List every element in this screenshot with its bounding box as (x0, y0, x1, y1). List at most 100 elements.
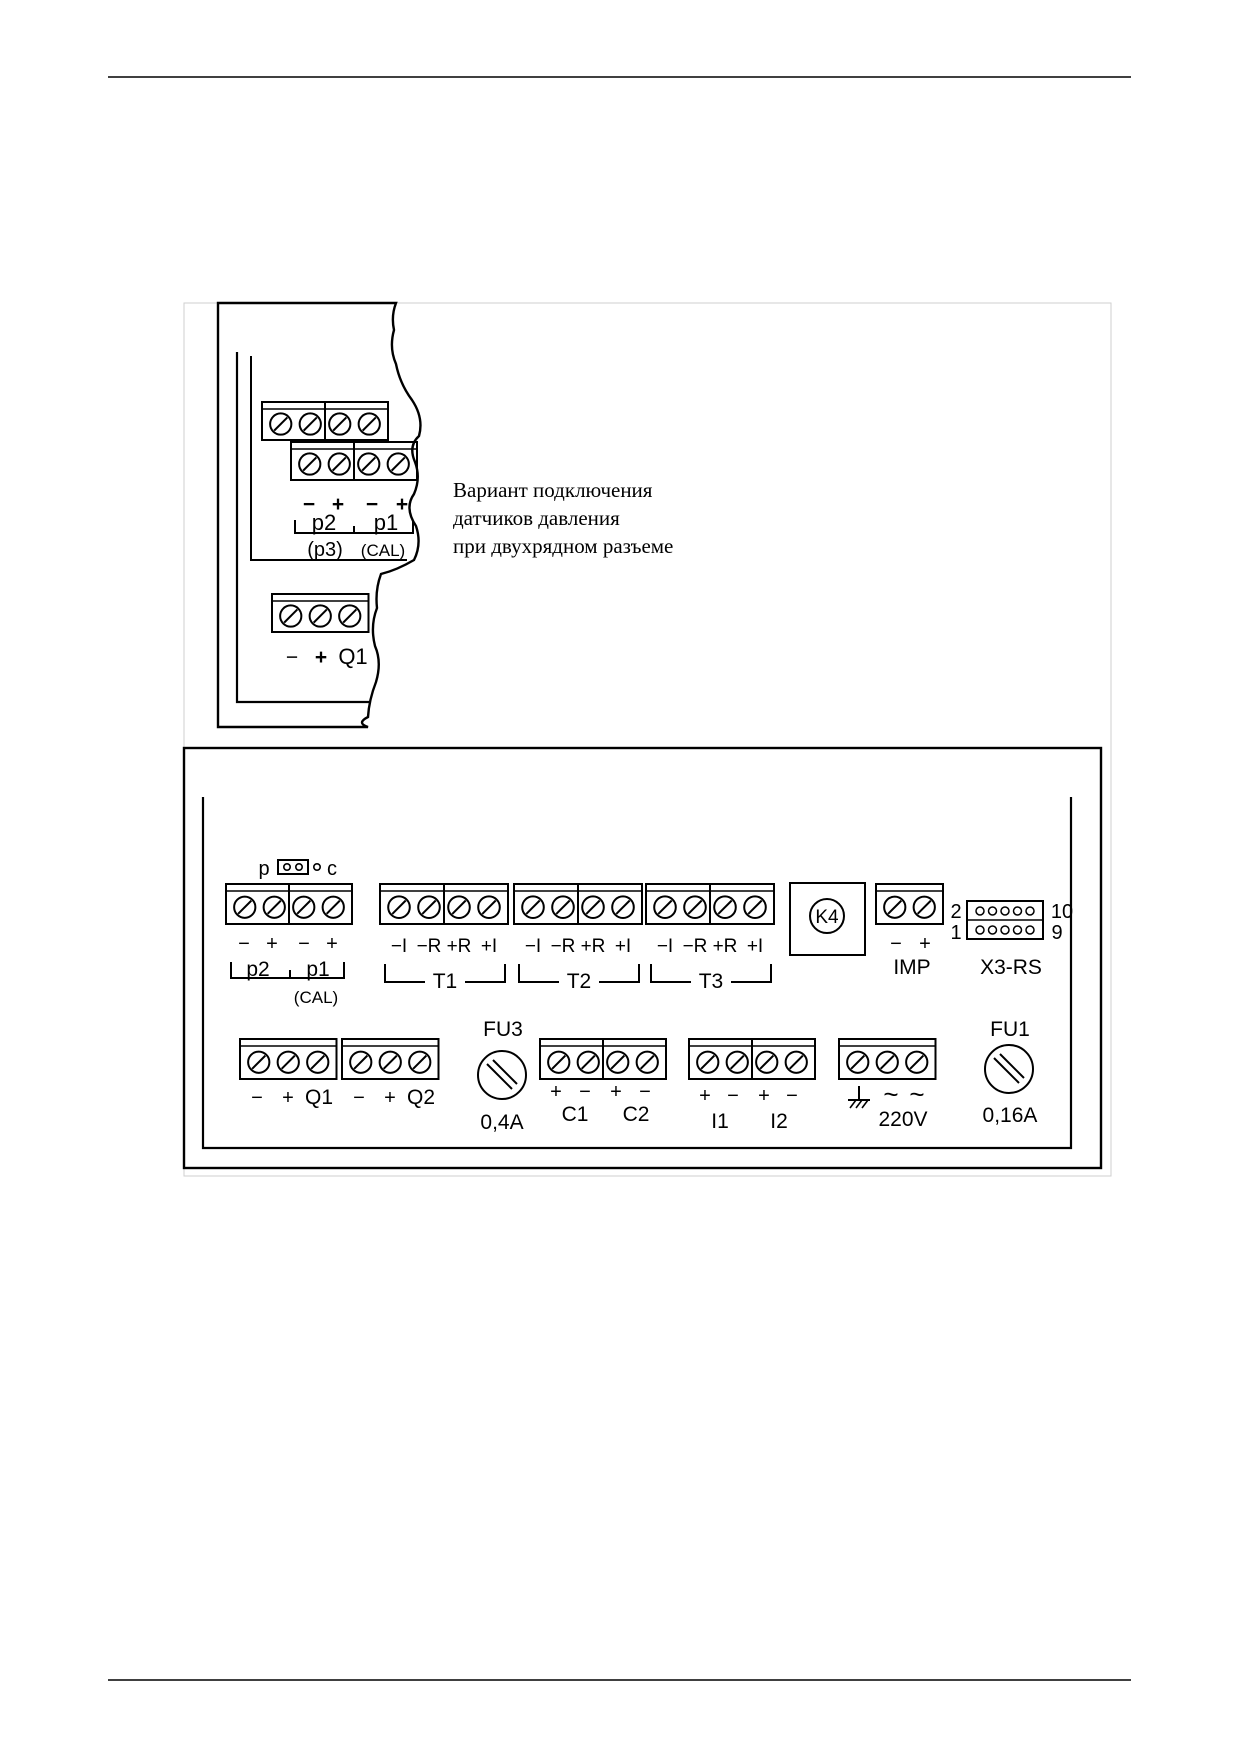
temperature-pin-labels: −I−R+R+I−I−R+R+I−I−R+R+I (391, 936, 763, 957)
inset-q1-label: Q1 (338, 644, 367, 669)
panel-pressure-bracket-p2 (230, 962, 291, 979)
ac-tilde-2: ~ (909, 1079, 924, 1109)
inset-terminal-block-lower-row (290, 441, 418, 481)
x3-pin (1012, 906, 1023, 916)
panel-pressure-label-p2: p2 (246, 958, 269, 981)
inset-rail-upper (250, 356, 407, 561)
terminal-block-power-220v (838, 1038, 937, 1080)
relay-k4-ring (809, 898, 845, 934)
fu1-label: FU1 (990, 1018, 1030, 1041)
inset-upper-row-screw-1 (269, 412, 293, 436)
terminal-block-imp (875, 883, 944, 925)
t3-pin-label-2: −R (683, 936, 708, 957)
fu1-rating: 0,16A (983, 1104, 1038, 1127)
panel-pressure-label-cal: (CAL) (294, 988, 338, 1007)
inset-q1-block-housing (271, 593, 370, 633)
c-block-screw-3 (606, 1050, 630, 1074)
jumper-pin-2 (294, 862, 303, 871)
caption-line-2: датчиков давления (453, 506, 620, 530)
q1-block-screw-2 (276, 1050, 300, 1074)
pressure-block-screw-1 (233, 895, 257, 919)
i-pol-1: + (699, 1085, 711, 1107)
relay-k4: K4 (789, 882, 866, 956)
inset-lower-row-screw-4 (386, 452, 410, 476)
caption-line-1: Вариант подключения (453, 478, 653, 502)
power-block-screw-2 (875, 1050, 899, 1074)
x3-pin-number-10: 10 (1051, 901, 1073, 923)
inset-pol-3: − (366, 493, 378, 516)
fuse-fu1: FU1 0,16A (983, 1018, 1038, 1127)
power-block-screw-1 (846, 1050, 870, 1074)
t3-pin-label-3: +R (713, 936, 738, 957)
figure-frame (183, 302, 1112, 1177)
t3-bracket (650, 964, 772, 983)
inset-sub-label-p3: (p3) (307, 539, 343, 561)
panel-inner-rail (201, 797, 1073, 1150)
imp-pol-plus: + (919, 933, 931, 955)
c-block-screw-1 (547, 1050, 571, 1074)
inset-pol-1: − (303, 493, 315, 516)
x3-pin (1012, 925, 1023, 935)
q2-block-screw-1 (349, 1050, 373, 1074)
t1-pin-label-3: +R (447, 936, 472, 957)
q2-pol-plus: + (384, 1087, 396, 1109)
inset-pol-2: + (332, 493, 344, 516)
power-block-housing (838, 1038, 937, 1080)
t3-block-screw-3 (713, 895, 737, 920)
fu3-slot-b (492, 1059, 518, 1085)
t3-label: T3 (699, 970, 724, 993)
fu1-fuse-icon (984, 1044, 1034, 1094)
panel-outline (182, 746, 1103, 1170)
terminal-block-t1 (379, 883, 509, 925)
terminal-block-q2 (341, 1038, 440, 1080)
q2-block-housing (341, 1038, 440, 1080)
t2-block-screw-4 (611, 895, 635, 920)
x3-label: X3-RS (980, 956, 1042, 979)
terminal-block-pressure-p2-p1 (225, 883, 353, 925)
q2-label: Q2 (407, 1086, 435, 1109)
inset-pol-4: + (396, 493, 408, 516)
i-pol-2: − (727, 1085, 739, 1107)
t1-pin-label-4: +I (481, 936, 497, 957)
relay-k4-body (789, 882, 866, 956)
panel-pressure-bracket-p1 (290, 962, 345, 979)
terminal-block-i1-i2 (688, 1038, 816, 1080)
c-pol-3: + (610, 1081, 622, 1103)
x3-pin-number-2: 2 (950, 901, 961, 923)
imp-block-screw-2 (912, 895, 936, 919)
terminal-block-t3 (645, 883, 775, 925)
t2-pin-label-1: −I (525, 936, 541, 957)
t1-pin-label-2: −R (417, 936, 442, 957)
i-block-screw-2 (725, 1050, 749, 1074)
inset-upper-row-screw-3 (328, 412, 352, 436)
jumper-label-c: c (327, 858, 337, 880)
i-block-screw-4 (784, 1050, 808, 1074)
terminal-block-q1 (239, 1038, 338, 1080)
imp-label: IMP (893, 956, 930, 979)
t1-block-screw-1 (387, 895, 411, 920)
i-pol-3: + (758, 1085, 770, 1107)
inset-two-row-variant: − + − + p2 p1 (p3) (CAL) − + Q1 (216, 301, 422, 729)
connector-x3-rs: 2 1 10 9 X3-RS (950, 900, 1073, 979)
fu3-rating: 0,4A (480, 1111, 523, 1134)
inset-group-bracket-p1 (354, 520, 414, 534)
t2-label: T2 (567, 970, 592, 993)
x3-pin (1000, 925, 1010, 935)
panel-pressure-pol-3: − (298, 933, 310, 955)
inset-q1-block-screw-2 (308, 604, 332, 628)
jumper-pin-3 (312, 862, 321, 871)
pressure-block-screw-2 (262, 895, 286, 919)
x3-pin-number-1: 1 (950, 922, 961, 944)
power-block-screw-3 (905, 1050, 929, 1074)
c1-label: C1 (562, 1103, 589, 1126)
i-block-screw-3 (755, 1050, 779, 1074)
t2-block-screw-1 (521, 895, 545, 920)
panel-pressure-pol-1: − (238, 933, 250, 955)
q2-block-screw-2 (378, 1050, 402, 1074)
fuse-fu3: FU3 0,4A (477, 1018, 527, 1134)
q2-pol-minus: − (353, 1087, 365, 1109)
jumper-bridge (277, 859, 309, 875)
ac-tilde-1: ~ (883, 1079, 898, 1109)
inset-terminal-block-upper-row (261, 401, 389, 441)
terminal-block-t2 (513, 883, 643, 925)
